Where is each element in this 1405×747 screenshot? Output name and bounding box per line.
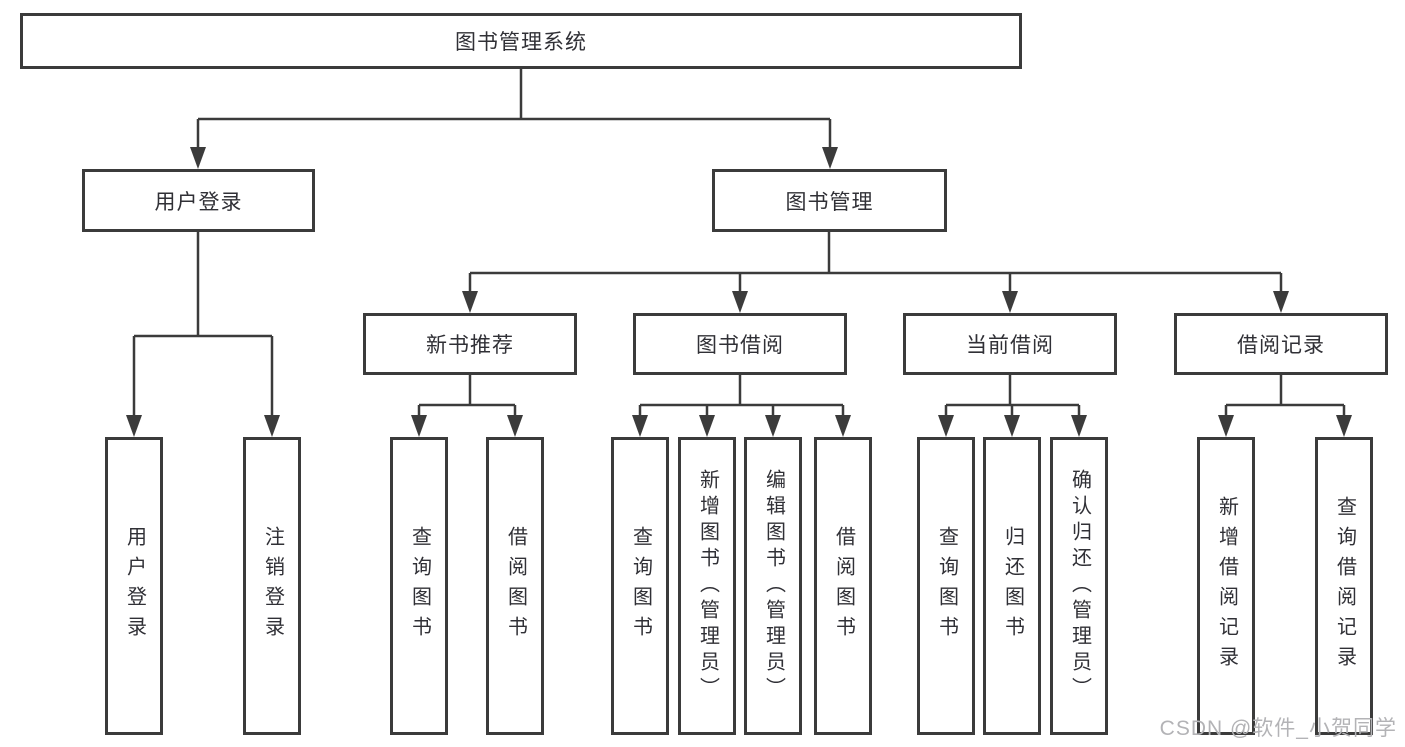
node-leaf-logout: 注销登录 bbox=[243, 437, 301, 735]
node-book-management: 图书管理 bbox=[712, 169, 947, 232]
leaf-label: 归还图书 bbox=[1001, 526, 1024, 646]
node-leaf-query-borrow-record: 查询借阅记录 bbox=[1315, 437, 1373, 735]
node-new-book-recommendation: 新书推荐 bbox=[363, 313, 577, 375]
csdn-watermark: CSDN @软件_小贺同学 bbox=[1159, 717, 1397, 740]
leaf-label: 确认归还（管理员） bbox=[1068, 469, 1091, 703]
leaf-label: 用户登录 bbox=[123, 526, 146, 646]
leaf-label: 编辑图书（管理员） bbox=[762, 469, 785, 703]
node-borrowing-records: 借阅记录 bbox=[1174, 313, 1388, 375]
node-leaf-query-books-2: 查询图书 bbox=[611, 437, 669, 735]
node-leaf-add-borrow-record: 新增借阅记录 bbox=[1197, 437, 1255, 735]
node-leaf-query-books-1: 查询图书 bbox=[390, 437, 448, 735]
node-leaf-edit-books-admin: 编辑图书（管理员） bbox=[744, 437, 802, 735]
node-book-borrowing: 图书借阅 bbox=[633, 313, 847, 375]
node-leaf-query-books-3: 查询图书 bbox=[917, 437, 975, 735]
node-leaf-return-books: 归还图书 bbox=[983, 437, 1041, 735]
leaf-label: 查询图书 bbox=[629, 526, 652, 646]
node-library-management-system: 图书管理系统 bbox=[20, 13, 1022, 69]
node-leaf-add-books-admin: 新增图书（管理员） bbox=[678, 437, 736, 735]
node-leaf-user-login: 用户登录 bbox=[105, 437, 163, 735]
node-current-borrowing: 当前借阅 bbox=[903, 313, 1117, 375]
leaf-label: 查询图书 bbox=[408, 526, 431, 646]
leaf-label: 借阅图书 bbox=[832, 526, 855, 646]
leaf-label: 新增借阅记录 bbox=[1215, 496, 1238, 676]
leaf-label: 查询图书 bbox=[935, 526, 958, 646]
leaf-label: 查询借阅记录 bbox=[1333, 496, 1356, 676]
node-leaf-confirm-return-admin: 确认归还（管理员） bbox=[1050, 437, 1108, 735]
arrowheads bbox=[126, 147, 1352, 437]
leaf-label: 新增图书（管理员） bbox=[696, 469, 719, 703]
leaf-label: 注销登录 bbox=[261, 526, 284, 646]
node-leaf-borrow-books-2: 借阅图书 bbox=[814, 437, 872, 735]
node-user-login: 用户登录 bbox=[82, 169, 315, 232]
leaf-label: 借阅图书 bbox=[504, 526, 527, 646]
node-leaf-borrow-books-1: 借阅图书 bbox=[486, 437, 544, 735]
